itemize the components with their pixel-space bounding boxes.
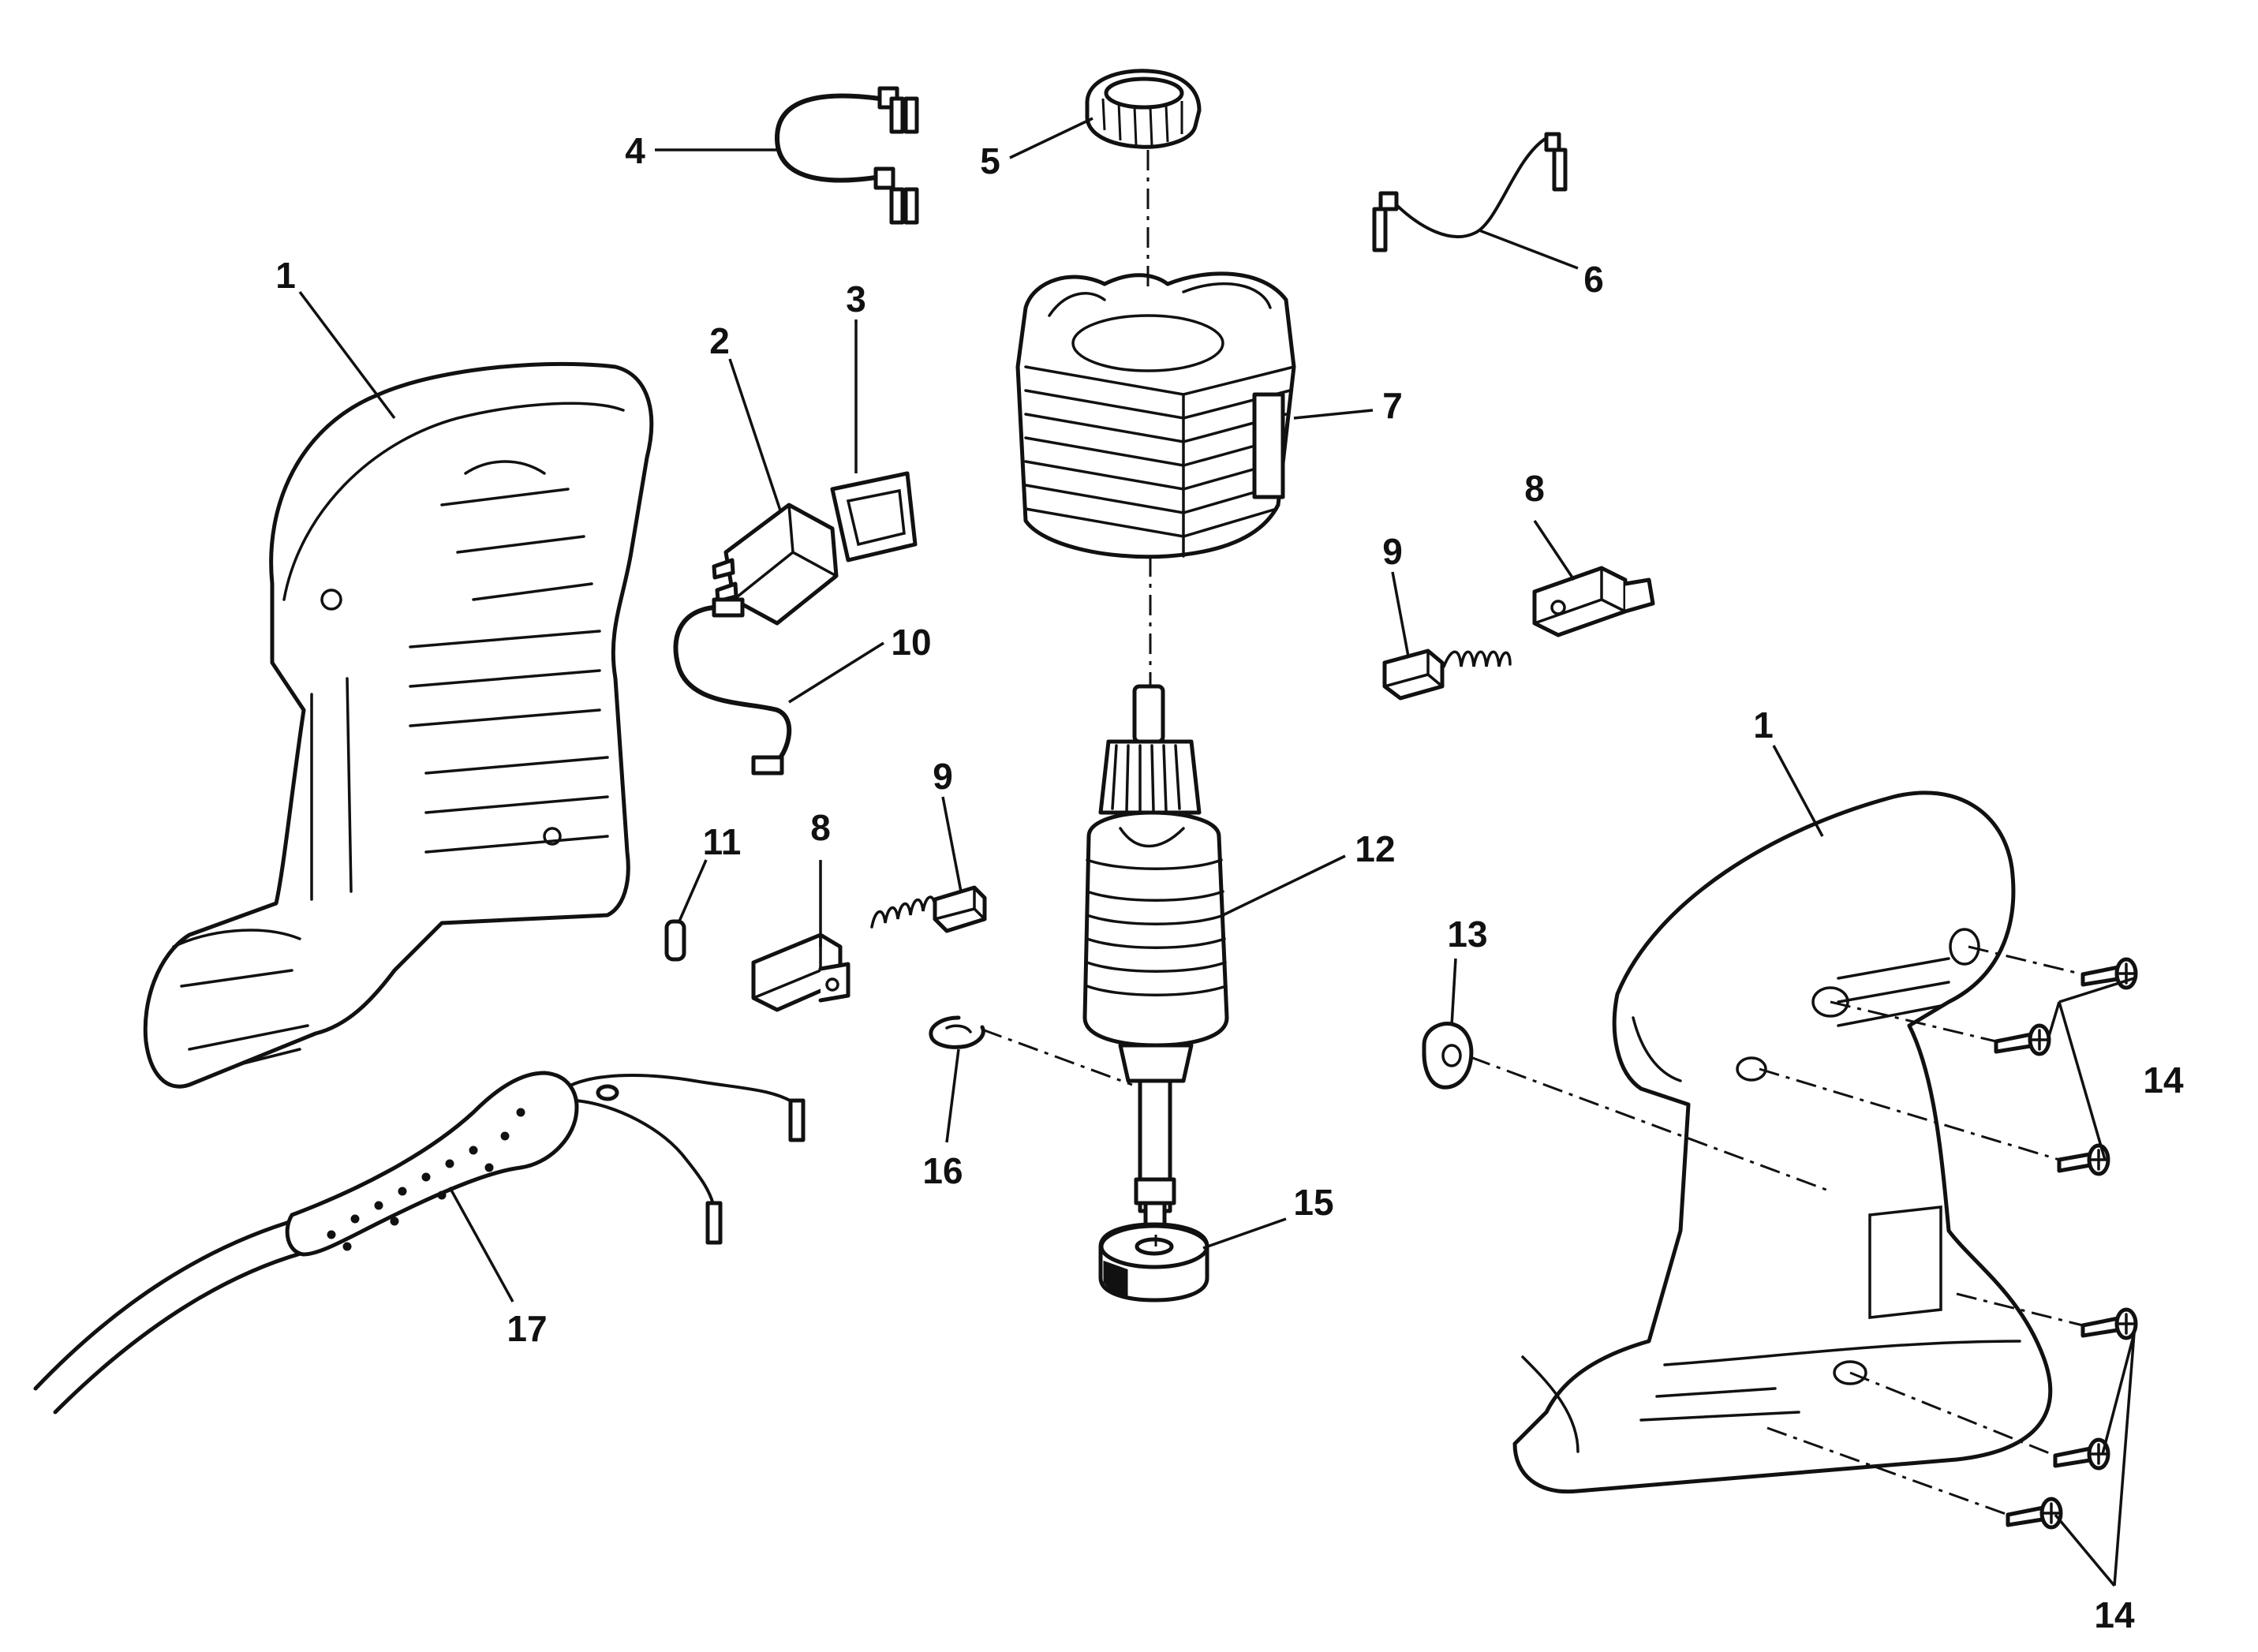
callout-6-lead-wire: 6 — [1583, 259, 1604, 300]
callout-12-armature: 12 — [1355, 828, 1395, 869]
callout-3-seal: 3 — [846, 278, 866, 320]
callout-4-jumper-wire: 4 — [625, 130, 645, 171]
left-housing-half — [143, 361, 654, 1089]
washer — [1422, 1021, 1474, 1089]
brush-holder-left — [751, 933, 850, 1012]
screw-6 — [2006, 1497, 2063, 1530]
brush-holder-right — [1532, 566, 1655, 637]
screw-4 — [2080, 1307, 2138, 1340]
callout-14-lower-screws: 14 — [2094, 1594, 2135, 1635]
screw-3 — [2057, 1143, 2110, 1176]
callout-7-field: 7 — [1382, 385, 1403, 426]
switch-seal — [830, 471, 918, 563]
armature — [1082, 684, 1229, 1237]
cooling-fan — [1085, 69, 1202, 149]
callout-13-washer: 13 — [1447, 914, 1487, 955]
callout-2-switch: 2 — [709, 320, 730, 361]
field-stator — [1015, 271, 1296, 559]
callout-14-upper-screws: 14 — [2143, 1060, 2184, 1101]
callout-9-brush-left: 9 — [933, 756, 953, 797]
bearing — [1098, 1222, 1209, 1303]
callout-17-cord-set: 17 — [507, 1308, 547, 1349]
callout-10-switch-wire: 10 — [891, 622, 931, 663]
pin — [664, 919, 686, 962]
callout-8-brush-holder-right: 8 — [1524, 468, 1545, 509]
callout-8-brush-holder-left: 8 — [810, 807, 831, 848]
brush-and-spring-left — [870, 885, 987, 933]
switch — [712, 503, 839, 626]
screw-1 — [2080, 957, 2138, 990]
screw-5 — [2053, 1437, 2110, 1471]
power-cord — [33, 1071, 806, 1415]
lead-wire — [1372, 132, 1568, 252]
callout-5-fan: 5 — [980, 140, 1000, 181]
callout-15-bearing: 15 — [1293, 1182, 1333, 1223]
leader-lines — [298, 117, 2136, 1587]
callout-16-retaining-ring: 16 — [922, 1150, 963, 1191]
retaining-ring — [929, 1015, 985, 1049]
brush-and-spring-right — [1382, 648, 1512, 701]
callout-1-right-housing: 1 — [1753, 705, 1774, 746]
callout-1-left-housing: 1 — [275, 255, 296, 296]
callout-9-brush-right: 9 — [1382, 531, 1403, 572]
jumper-wire — [774, 86, 919, 225]
right-housing-half — [1512, 790, 2053, 1494]
switch-lead-wire — [673, 597, 792, 776]
callout-11-pin: 11 — [703, 821, 742, 862]
screw-2 — [1994, 1023, 2051, 1056]
